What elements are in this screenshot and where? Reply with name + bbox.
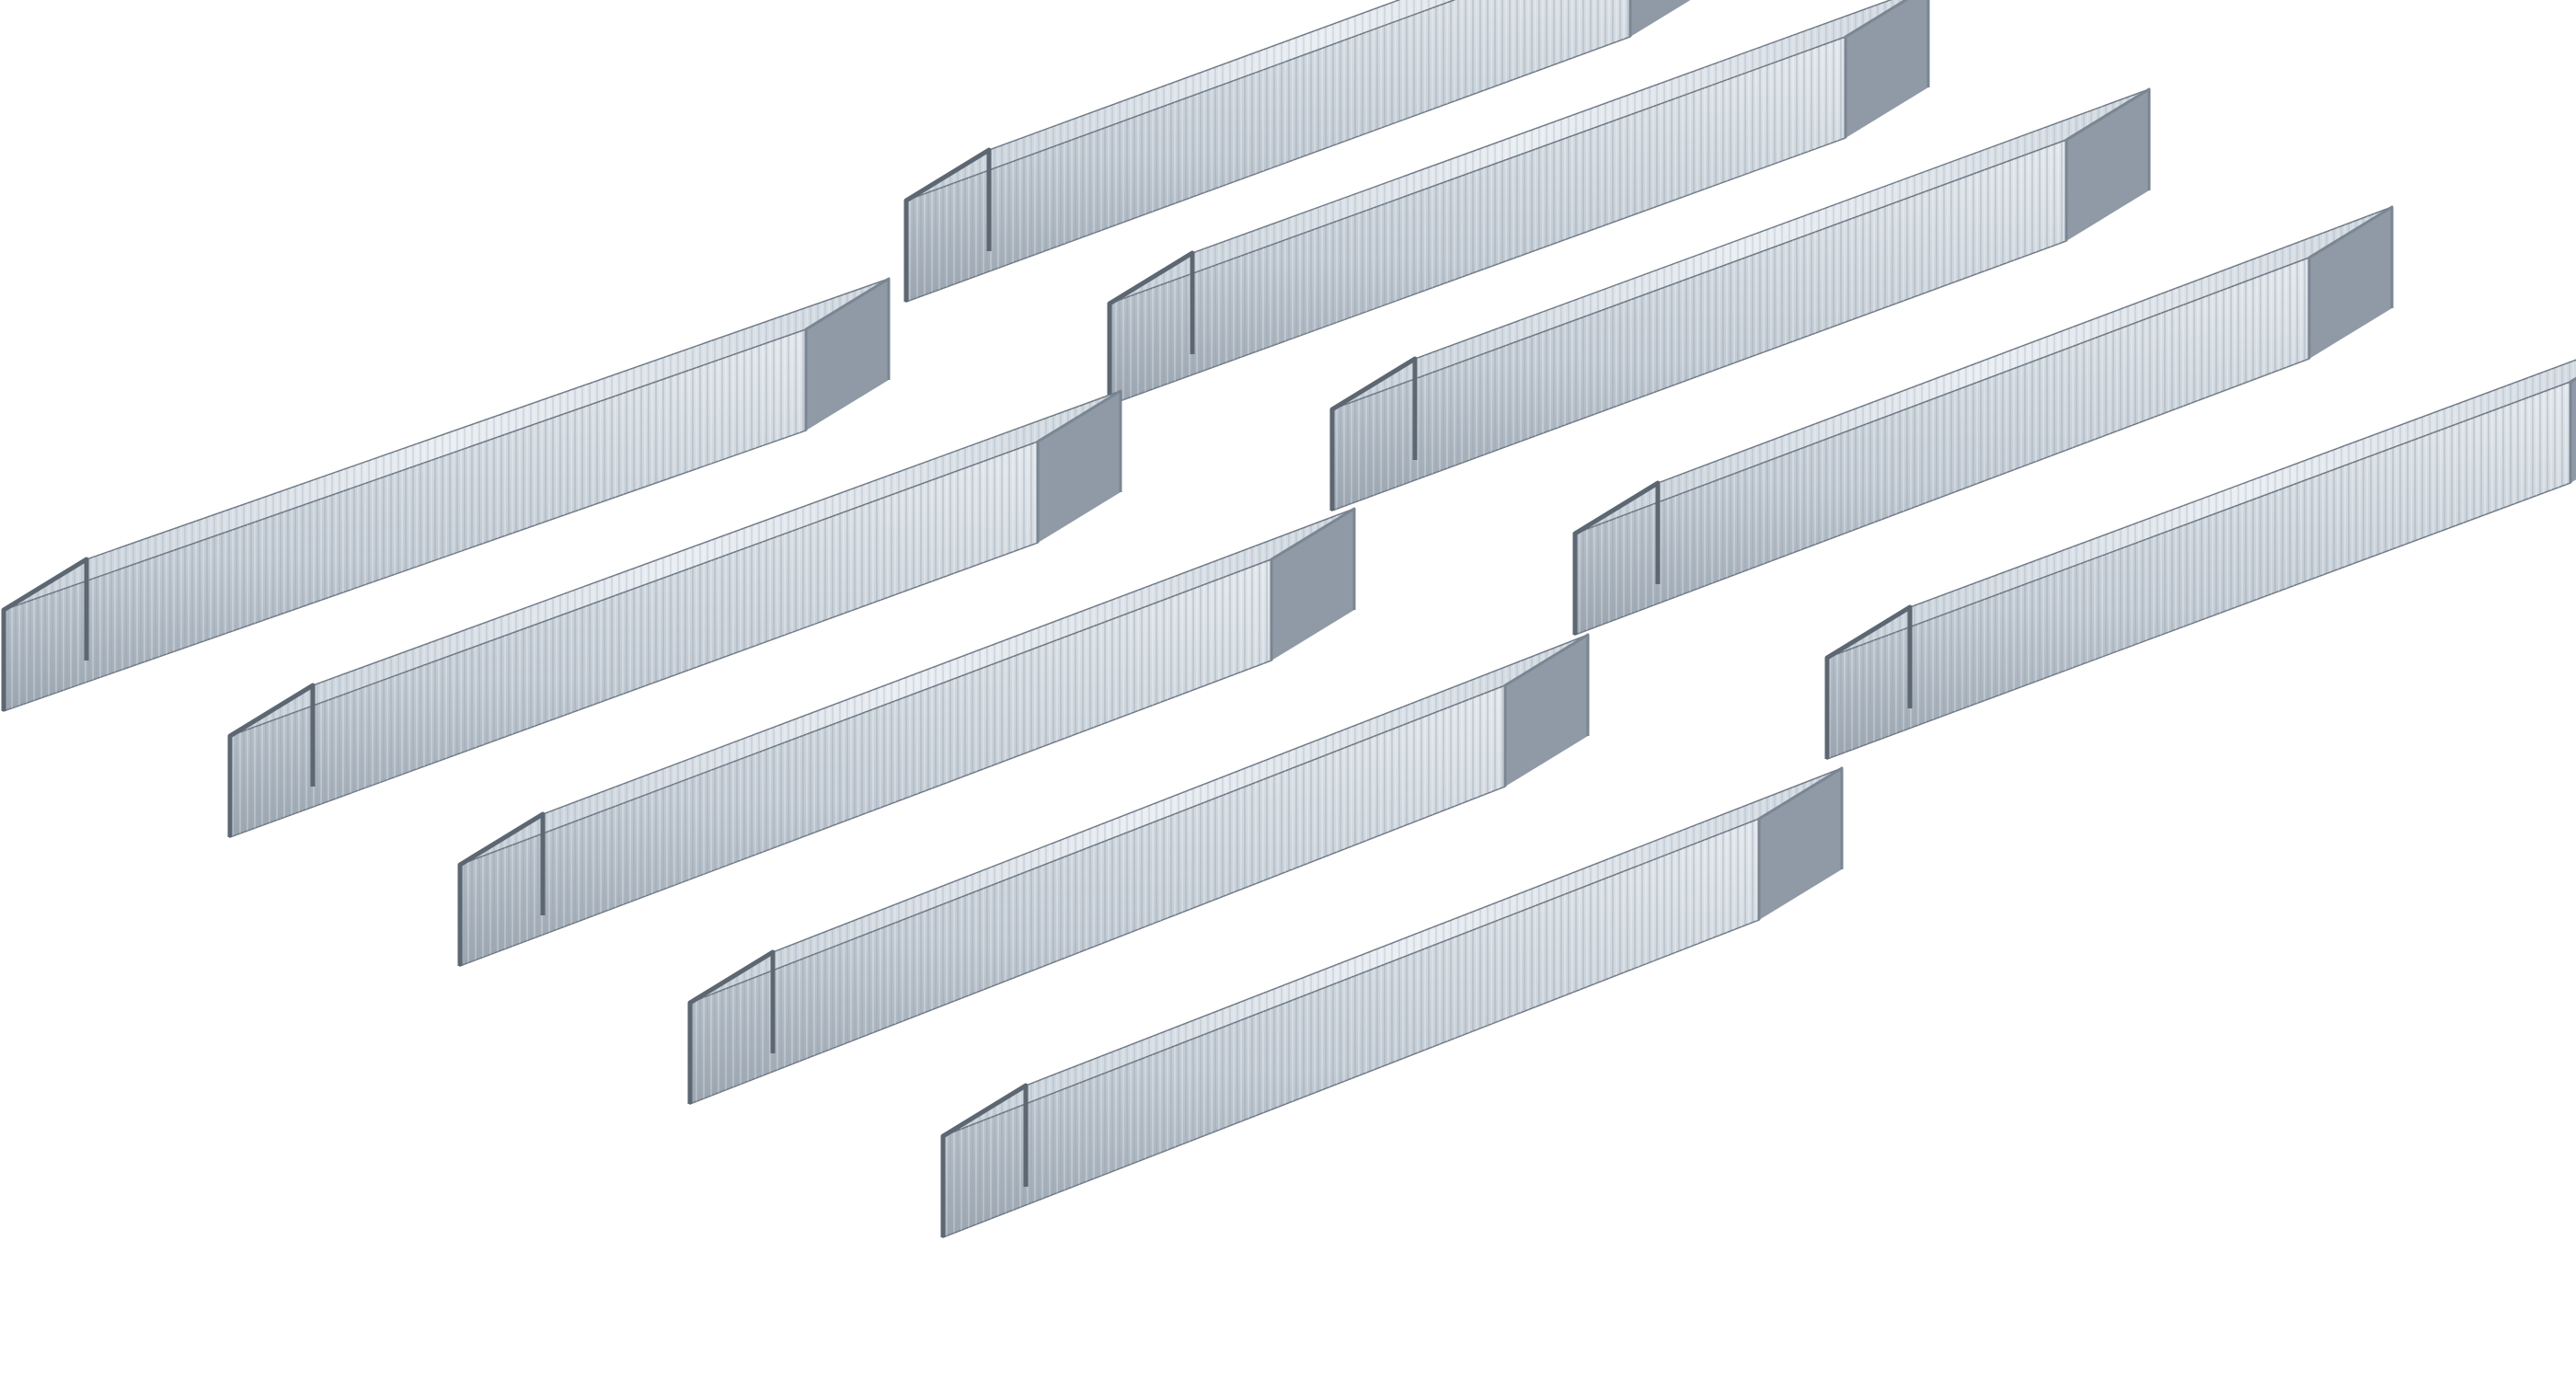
staple-strip [940, 766, 1844, 1239]
staple-strip [1572, 205, 2394, 637]
staple-strip [1, 277, 891, 713]
staple-strip [903, 0, 1691, 304]
staple-strip [687, 633, 1590, 1106]
staple-strip [1329, 87, 2151, 512]
staple-strip [227, 389, 1122, 839]
staple-strip [1107, 0, 1930, 407]
staple-strip [457, 507, 1356, 968]
staple-strip [1824, 359, 2576, 761]
